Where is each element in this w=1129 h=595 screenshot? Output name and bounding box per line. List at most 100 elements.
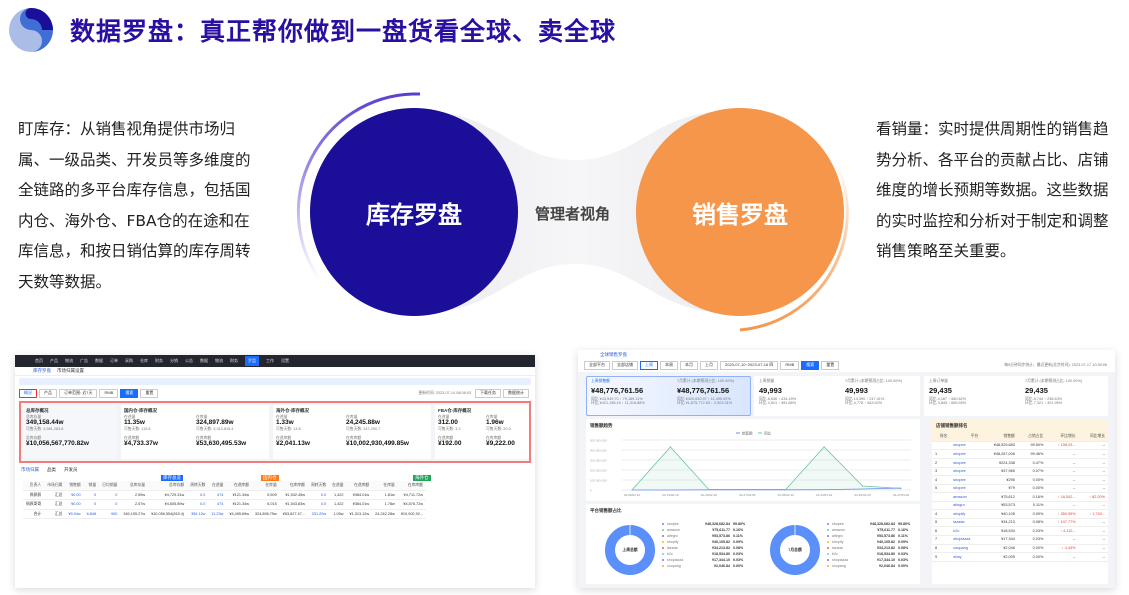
table-tab-category[interactable]: 品类 <box>47 466 56 472</box>
period-this-week[interactable]: 本周 <box>660 361 678 370</box>
column-header[interactable]: 在库库额 <box>397 481 426 491</box>
column-header[interactable]: 周转天数 <box>187 481 209 491</box>
metric-label: 在途库额 <box>124 435 140 440</box>
ranking-cell: ↑ 4.43% <box>1046 544 1079 554</box>
column-header[interactable]: 在途量 <box>208 481 227 491</box>
nav-item[interactable]: 工作 <box>266 357 274 363</box>
period-this-month[interactable]: 本月 <box>680 361 698 370</box>
column-header[interactable]: 总库存量 <box>120 481 149 491</box>
column-header[interactable]: 销量 <box>83 481 100 491</box>
view-product[interactable]: 产品 <box>39 389 57 398</box>
ranking-cell: 0.03% <box>1017 526 1047 536</box>
ranking-cell: ebay <box>950 552 982 562</box>
column-header[interactable]: 占销占比 <box>1017 432 1047 442</box>
column-header[interactable]: 市场归属 <box>44 481 66 491</box>
column-header[interactable]: 在库库额 <box>279 481 308 491</box>
kpi-change: 环比 3,845 ↑ 665.55% <box>929 401 967 406</box>
column-header[interactable]: 平台 <box>950 432 982 442</box>
metric-value: ¥10,002,930,499.85w <box>346 440 409 448</box>
view-overview[interactable]: 概况 <box>19 389 37 398</box>
legend-dot <box>827 523 829 525</box>
table-tab-developer[interactable]: 开发员 <box>64 466 78 472</box>
nav-item[interactable]: 产品 <box>50 357 58 363</box>
search-button[interactable]: 搜索 <box>801 361 820 370</box>
date-range[interactable]: 2023-07-10~2023-07-16 四 <box>720 361 779 370</box>
nav-item[interactable]: 公告 <box>185 357 193 363</box>
column-header[interactable]: 周转天数 <box>307 481 330 491</box>
table-tab-market[interactable]: 市场归属 <box>21 466 39 472</box>
ranking-cell: b2c <box>950 526 982 536</box>
nav-item[interactable]: 物流 <box>215 357 223 363</box>
column-header[interactable]: 总库存额 <box>148 481 188 491</box>
metric-label: 总库存额 <box>26 435 42 440</box>
nav-item[interactable]: 物流 <box>65 357 73 363</box>
stats-button[interactable]: 数据统计 <box>503 389 529 398</box>
nav-item[interactable]: 分销 <box>170 357 178 363</box>
shop-select[interactable]: 全部店铺 <box>612 361 638 370</box>
reset-button[interactable]: 重置 <box>821 361 840 370</box>
nav-item[interactable]: 订单 <box>110 357 118 363</box>
column-header[interactable]: 在库量 <box>372 481 398 491</box>
nav-item[interactable]: 广告 <box>80 357 88 363</box>
period-last-month[interactable]: 上月 <box>700 361 718 370</box>
currency-select[interactable]: RMB <box>780 361 800 370</box>
nav-item[interactable]: 采购 <box>125 357 133 363</box>
platform-name: coupang <box>667 564 681 568</box>
column-header[interactable]: 环比增长 <box>1046 432 1079 442</box>
tab-global-sales[interactable]: 全球销售罗盘 <box>600 351 627 357</box>
column-header[interactable]: 在途量 <box>329 481 347 491</box>
nav-item[interactable]: 设置 <box>281 357 289 363</box>
column-header[interactable]: 销售额 <box>65 481 84 491</box>
nav-item[interactable]: 数据 <box>95 357 103 363</box>
nav-item[interactable]: 罗盘 <box>245 355 259 367</box>
ranking-cell: -- <box>1046 501 1079 511</box>
platform-select[interactable]: 全部平台 <box>584 361 610 370</box>
reset-button[interactable]: 重置 <box>140 389 159 398</box>
period-select[interactable]: 订单范围: 近7天 <box>59 389 98 398</box>
period-last-week[interactable]: 上周 <box>640 361 658 370</box>
column-header[interactable]: 在库量 <box>252 481 280 491</box>
nav-item[interactable]: 财务 <box>230 357 238 363</box>
column-header[interactable]: 同比增长 <box>1078 432 1108 442</box>
platform-value: ¥34,213.82 <box>877 546 895 550</box>
ranking-cell: -- <box>1078 475 1108 485</box>
column-header[interactable]: 在途库额 <box>346 481 373 491</box>
nav-item[interactable]: 数据 <box>200 357 208 363</box>
platform-pct: 0.09% <box>898 540 909 544</box>
column-header[interactable]: 负责人 <box>23 481 45 491</box>
column-header[interactable]: 排名 <box>932 432 951 442</box>
tab-market-setting[interactable]: 市场归属设置 <box>57 368 84 374</box>
download-button[interactable]: 下载任务 <box>475 389 501 398</box>
column-header[interactable]: 销售额 <box>981 432 1018 442</box>
currency-select[interactable]: RMB <box>99 389 119 398</box>
column-header[interactable]: 在途库额 <box>226 481 253 491</box>
nav-item[interactable]: 财务 <box>155 357 163 363</box>
search-button[interactable]: 搜索 <box>120 389 139 398</box>
metric-label: 在途量 <box>124 414 136 419</box>
sales-point <box>669 446 672 448</box>
metric-label: 在库量 <box>486 414 498 419</box>
nav-item[interactable]: 仓库 <box>140 357 148 363</box>
tab-inventory[interactable]: 库存罗盘 <box>33 368 51 374</box>
nav-item[interactable]: 首页 <box>35 357 43 363</box>
column-header[interactable]: 日均销量 <box>99 481 121 491</box>
ranking-cell: 0.11% <box>1017 501 1047 511</box>
